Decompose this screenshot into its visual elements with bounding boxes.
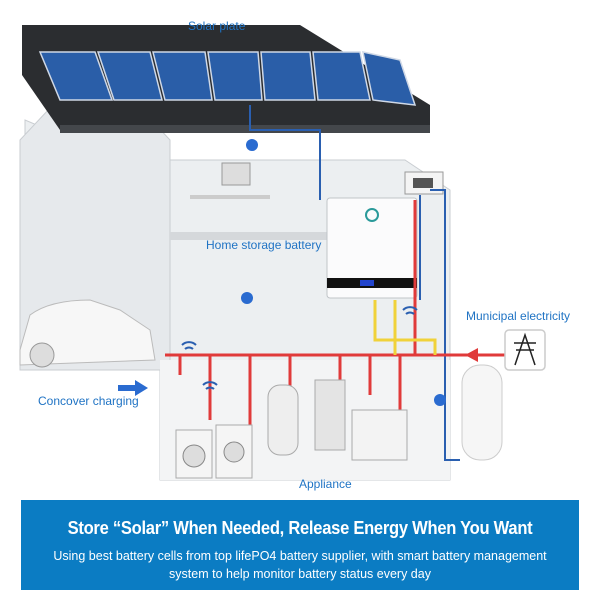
- promo-banner: Store “Solar” When Needed, Release Energ…: [21, 500, 579, 590]
- dc-wires: [165, 200, 520, 430]
- globe-icon: [434, 394, 446, 406]
- globe-icon: [241, 292, 253, 304]
- floor-divider: [170, 232, 330, 240]
- house-illustration: [19, 25, 546, 481]
- battery-logo: [365, 208, 379, 222]
- municipal-electricity-label: Municipal electricity: [466, 309, 571, 323]
- boiler-tank: [267, 384, 299, 456]
- banner-title: Store “Solar” When Needed, Release Energ…: [67, 518, 533, 538]
- appliance-label: Appliance: [299, 477, 352, 491]
- sink-unit: [351, 409, 408, 461]
- wifi-icon: [181, 306, 418, 390]
- banner-description: Using best battery cells from top lifePO…: [53, 549, 547, 581]
- ac-wires: [373, 300, 437, 355]
- power-pylon-icon: [504, 329, 546, 371]
- grid-arrow-icon: [465, 348, 478, 362]
- solar-panel: [96, 51, 163, 101]
- signal-wires: [249, 105, 460, 461]
- solar-panels: [38, 51, 417, 106]
- battery-screen: [360, 280, 374, 286]
- car-icon: [19, 299, 156, 366]
- solar-panel: [152, 51, 213, 101]
- solar-panel: [362, 51, 417, 106]
- heater-unit: [314, 379, 346, 451]
- solar-plate-label: Solar plate: [188, 19, 246, 33]
- solar-panel: [38, 51, 114, 101]
- home-storage-battery: [326, 197, 418, 299]
- computer: [221, 162, 251, 186]
- car-wheel: [29, 342, 55, 368]
- roof-edge: [60, 125, 430, 133]
- concover-charging-label: Concover charging: [38, 394, 139, 408]
- solar-panel: [312, 51, 371, 101]
- globe-icon: [246, 139, 258, 151]
- charging-arrow-icon: [118, 380, 148, 396]
- solar-panel: [207, 51, 263, 101]
- solar-panel: [260, 51, 316, 101]
- home-storage-battery-label: Home storage battery: [206, 238, 322, 252]
- water-heater: [461, 364, 503, 461]
